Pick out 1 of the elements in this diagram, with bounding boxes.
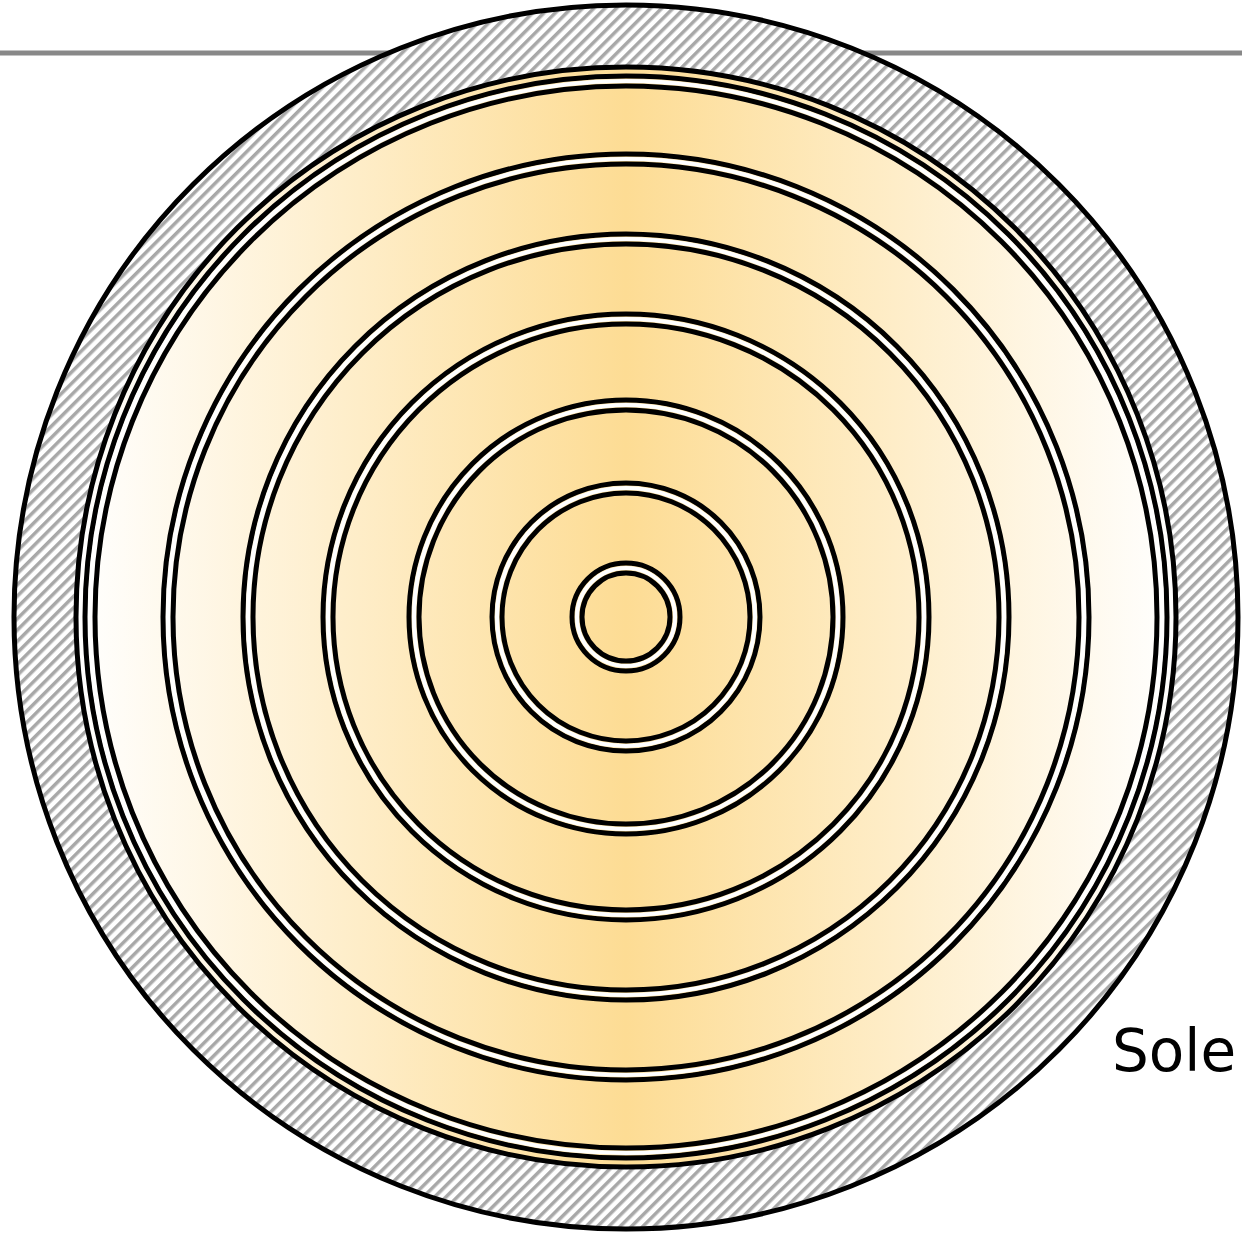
part-label: Sole [1112,1022,1237,1080]
